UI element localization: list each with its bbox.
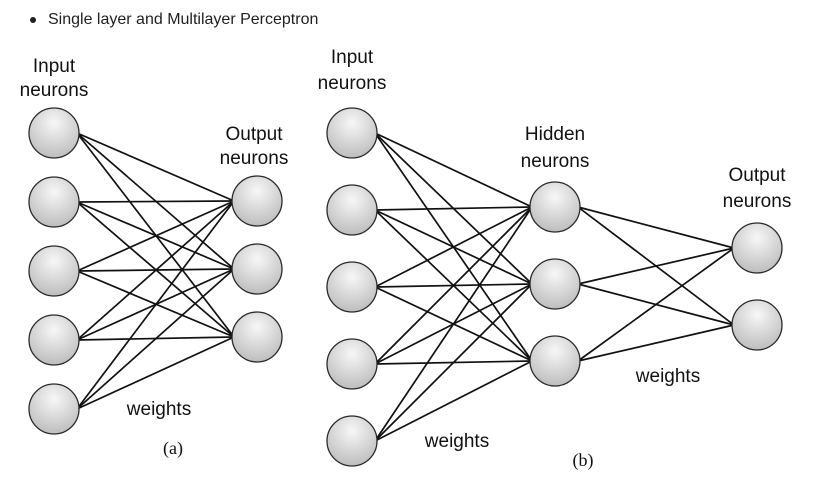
b-input-hidden-weight-line: [374, 283, 533, 442]
input-label-b-line1: Input: [331, 47, 374, 68]
input-neuron: [326, 184, 378, 236]
input-neuron: [28, 314, 80, 366]
input-label-a-line2: neurons: [20, 80, 89, 101]
output-label-b-line1: Output: [728, 165, 786, 186]
weights-label-a: weights: [126, 399, 191, 420]
neurons-a: [28, 107, 283, 435]
caption-a: (a): [163, 438, 183, 459]
b-input-hidden-weight-line: [374, 132, 533, 208]
input-neuron: [326, 338, 378, 390]
multilayer-perceptron: Input neurons Hidden neurons Output neur…: [318, 47, 792, 471]
a-weight-line: [76, 200, 235, 203]
a-weight-line: [76, 200, 235, 410]
a-weight-line: [76, 200, 235, 341]
output-neuron: [231, 243, 283, 295]
input-neuron: [28, 107, 80, 159]
bullet-item: Single layer and Multilayer Perceptron: [30, 6, 318, 34]
b-hidden-output-weight-line: [577, 247, 735, 362]
neurons-b: [326, 107, 783, 467]
hidden-label-b-line1: Hidden: [525, 124, 585, 145]
caption-b: (b): [573, 450, 594, 471]
output-label-b-line2: neurons: [723, 191, 792, 212]
input-neuron: [326, 261, 378, 313]
output-label-a-line2: neurons: [220, 148, 289, 169]
a-weight-line: [76, 132, 235, 202]
input-neuron: [28, 245, 80, 297]
b-hidden-output-weight-line: [577, 206, 735, 249]
b-input-hidden-weight-line: [374, 206, 533, 365]
b-hidden-output-weight-line: [577, 247, 735, 285]
input-neuron: [326, 415, 378, 467]
connections-a: [76, 132, 235, 410]
bullet-dot-icon: [30, 17, 36, 23]
input-label-b-line2: neurons: [318, 73, 387, 94]
hidden-neuron: [529, 181, 581, 233]
hidden-neuron: [529, 258, 581, 310]
output-label-a-line1: Output: [225, 124, 283, 145]
single-layer-perceptron: Input neurons Output neurons weights (a): [20, 56, 289, 459]
output-neuron: [731, 299, 783, 351]
hidden-label-b-line2: neurons: [521, 151, 590, 172]
input-label-a-line1: Input: [33, 56, 76, 77]
b-input-hidden-weight-line: [374, 206, 533, 442]
b-hidden-output-weight-line: [577, 324, 735, 362]
output-neuron: [731, 222, 783, 274]
b-input-hidden-weight-line: [374, 360, 533, 442]
bullet-text: Single layer and Multilayer Perceptron: [48, 11, 319, 28]
weights-label-b-input: weights: [424, 431, 489, 452]
b-input-hidden-weight-line: [374, 206, 533, 288]
input-neuron: [28, 383, 80, 435]
output-neuron: [231, 175, 283, 227]
input-neuron: [326, 107, 378, 159]
output-neuron: [231, 311, 283, 363]
connections-b: [374, 132, 735, 442]
a-weight-line: [76, 336, 235, 410]
input-neuron: [28, 176, 80, 228]
b-input-hidden-weight-line: [374, 206, 533, 211]
a-weight-line: [76, 268, 235, 410]
a-weight-line: [76, 200, 235, 272]
weights-label-b-hidden: weights: [635, 366, 700, 387]
hidden-neuron: [529, 335, 581, 387]
